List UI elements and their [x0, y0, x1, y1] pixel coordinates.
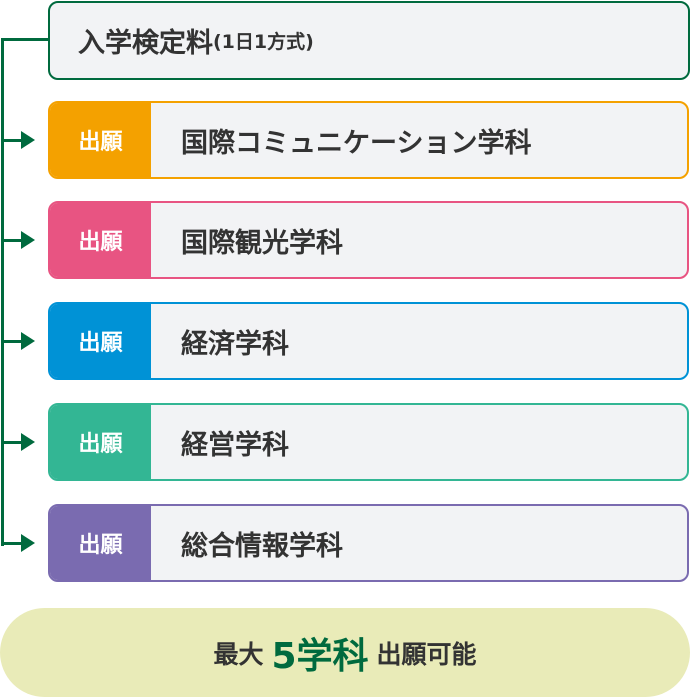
apply-badge: 出願 [50, 203, 151, 277]
summary-suffix: 出願可能 [376, 639, 477, 669]
department-name: 経営学科 [181, 429, 289, 461]
department-row: 出願国際観光学科 [48, 201, 689, 279]
exam-fee-title: 入学検定料 [78, 28, 213, 59]
department-row: 出願経済学科 [48, 302, 689, 380]
connector-branch [1, 38, 49, 41]
apply-badge: 出願 [50, 506, 151, 580]
department-name: 経済学科 [181, 328, 289, 360]
department-row: 出願国際コミュニケーション学科 [48, 101, 689, 179]
department-name: 国際観光学科 [181, 227, 343, 259]
exam-fee-subtitle: (1日1方式) [213, 31, 314, 53]
apply-badge: 出願 [50, 304, 151, 378]
department-row: 出願経営学科 [48, 403, 689, 481]
department-name: 国際コミュニケーション学科 [181, 127, 532, 159]
department-name: 総合情報学科 [181, 530, 343, 562]
apply-badge: 出願 [50, 405, 151, 479]
summary-prefix: 最大 [213, 639, 264, 669]
arrow-icon [3, 534, 35, 552]
arrow-icon [3, 332, 35, 350]
apply-badge: 出願 [50, 103, 151, 177]
connector-line [1, 39, 4, 546]
department-row: 出願総合情報学科 [48, 504, 689, 582]
arrow-icon [3, 231, 35, 249]
summary-highlight: 5学科 [271, 635, 369, 677]
arrow-icon [3, 131, 35, 149]
arrow-icon [3, 433, 35, 451]
exam-fee-box: 入学検定料(1日1方式) [48, 1, 690, 80]
summary-pill: 最大 5学科 出願可能 [0, 608, 690, 697]
